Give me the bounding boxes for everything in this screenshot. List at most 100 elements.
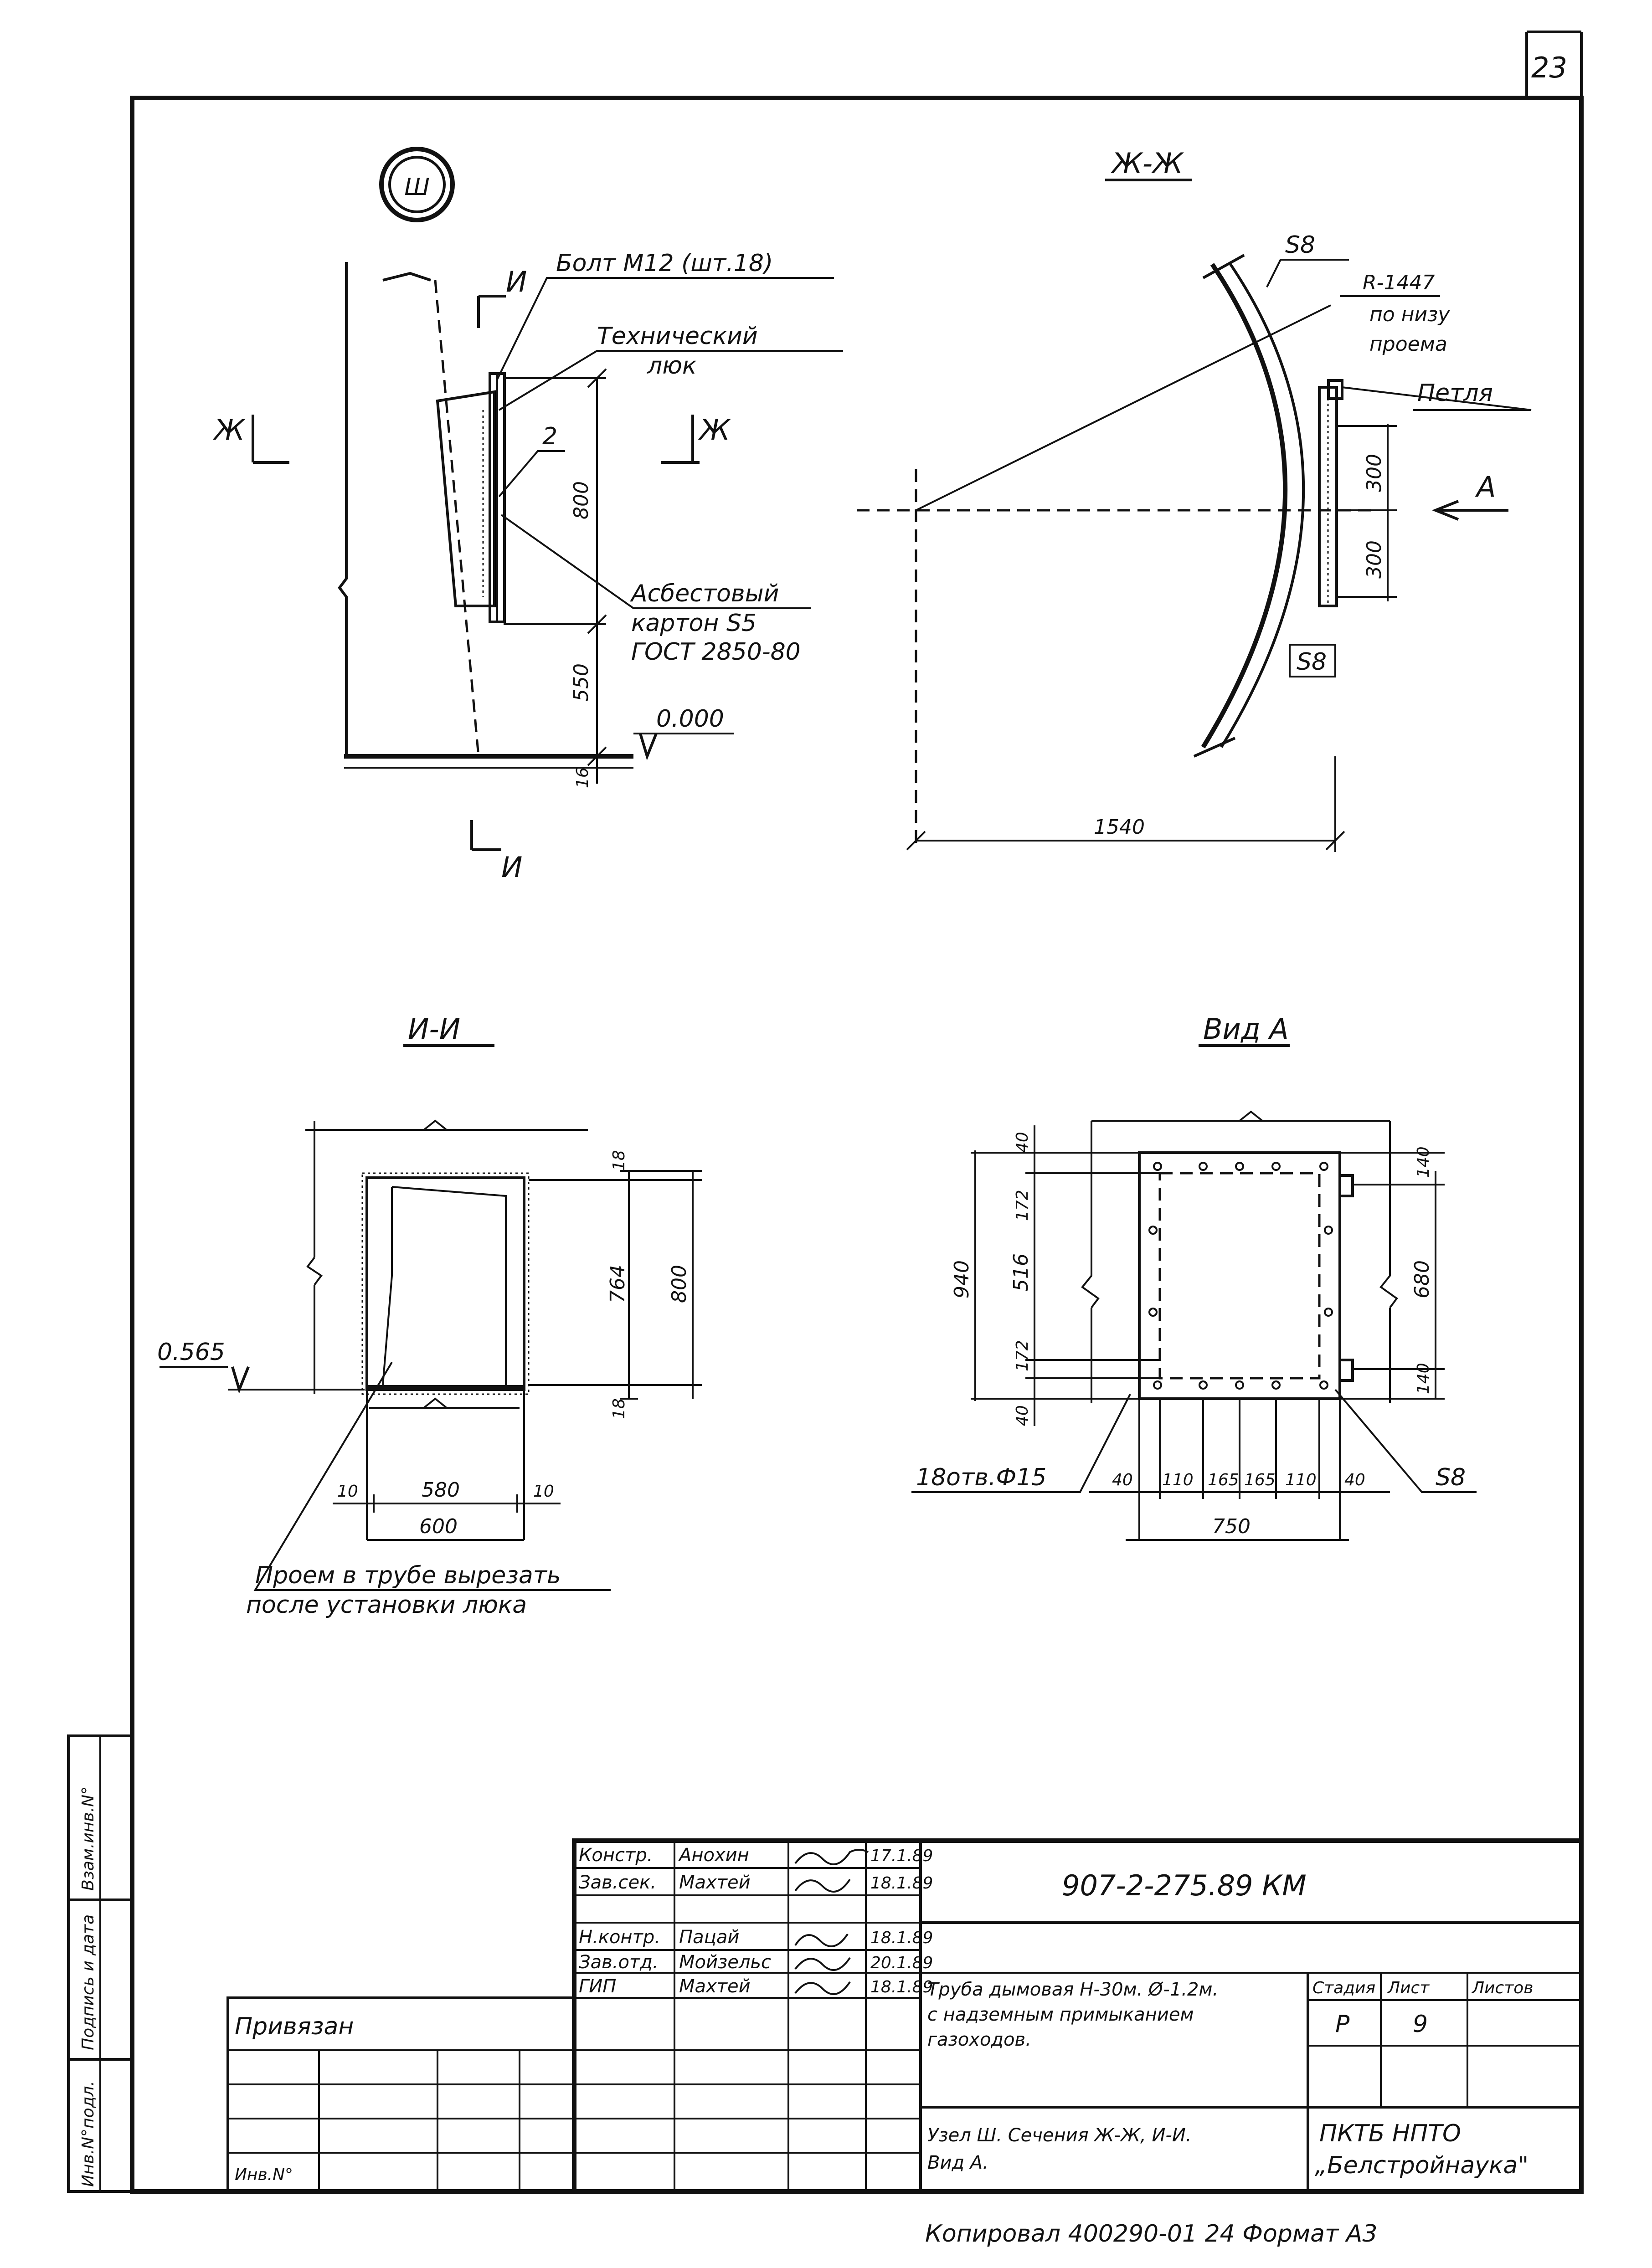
node-view: Ш И И Ж Ж Болт М12 (шт.18) Технический л… [212, 147, 843, 884]
tb-name-4: Пацай [679, 1927, 739, 1948]
tb-date-6: 18.1.89 [870, 1978, 933, 1996]
section-ii-title: И-И [408, 1012, 460, 1046]
holes-label: 18отв.Ф15 [916, 1464, 1046, 1491]
radius-note: R-1447 [1363, 271, 1435, 294]
dim-172-bottom: 172 [1013, 1340, 1032, 1371]
tb-name-1: Анохин [678, 1845, 749, 1866]
hatch-label-2: люк [647, 352, 697, 380]
org-name-2: „Белстройнаука" [1315, 2152, 1528, 2179]
dim-bottom-165-right: 165 [1244, 1471, 1276, 1489]
cut-label-zh-left: Ж [212, 413, 246, 446]
asbestos-label-2: картон S5 [631, 610, 757, 637]
dim-764: 764 [606, 1265, 629, 1303]
stamp-replace: Взам.инв.N° [79, 1786, 98, 1891]
org-name-1: ПКТБ НПТО [1319, 2120, 1461, 2147]
dim-600: 600 [419, 1515, 458, 1538]
asbestos-label-1: Асбестовый [630, 580, 779, 607]
binding-label: Привязан [235, 2013, 354, 2040]
dim-16: 16 [573, 767, 592, 788]
tb-role-5: Зав.отд. [579, 1952, 659, 1973]
view-a: Вид А 40 172 5 [911, 1012, 1477, 1541]
tb-role-2: Зав.сек. [579, 1872, 656, 1893]
stage-value: Р [1335, 2011, 1350, 2038]
node-mark: Ш [404, 174, 430, 201]
tb-date-2: 18.1.89 [870, 1874, 933, 1893]
opening-note-2: после установки люка [246, 1591, 527, 1619]
hatch-plate-front [1138, 1151, 1341, 1400]
bolt-label: Болт М12 (шт.18) [556, 250, 773, 277]
hinge-bottom [1338, 1359, 1354, 1382]
thickness-view-a: S8 [1436, 1464, 1466, 1491]
dim-140-top: 140 [1414, 1146, 1433, 1178]
view-a-title: Вид А [1203, 1012, 1289, 1046]
copy-note: Копировал 400290-01 24 Формат А3 [925, 2220, 1377, 2247]
tb-name-5: Мойзельс [679, 1952, 771, 1973]
tb-name-6: Махтей [679, 1976, 751, 1997]
dim-140-bottom: 140 [1414, 1363, 1433, 1394]
dim-300-lower: 300 [1363, 540, 1386, 579]
dim-940: 940 [950, 1260, 973, 1298]
tb-name-2: Махтей [679, 1872, 751, 1893]
dim-1540: 1540 [1094, 816, 1145, 839]
dim-10-right: 10 [533, 1482, 554, 1501]
dim-800-node: 800 [570, 481, 593, 519]
bolt-holes [1148, 1162, 1333, 1390]
title-block: Констр. Анохин 17.1.89 Зав.сек. Махтей 1… [572, 1838, 1584, 2194]
cut-label-i-bottom: И [501, 851, 522, 884]
node-mark-inner [388, 156, 446, 213]
dim-550: 550 [570, 663, 593, 702]
section-zh-zh: Ж-Ж Петля 300 300 А S8 S8 [857, 147, 1532, 852]
radius-line [916, 304, 1331, 511]
radius-note-3: проема [1369, 333, 1447, 356]
dim-516: 516 [1009, 1253, 1033, 1292]
dim-40-bottom: 40 [1013, 1405, 1032, 1426]
dim-680: 680 [1410, 1260, 1434, 1298]
dim-580: 580 [422, 1478, 460, 1502]
opening-note-1: Проем в трубе вырезать [255, 1562, 561, 1589]
radius-note-2: по низу [1369, 303, 1450, 326]
tb-date-1: 17.1.89 [870, 1847, 933, 1865]
tb-role-1: Констр. [579, 1845, 653, 1866]
position-2: 2 [542, 423, 557, 450]
dim-300-upper: 300 [1363, 454, 1386, 492]
sheets-header: Листов [1471, 1979, 1533, 1997]
dim-750: 750 [1212, 1515, 1251, 1538]
tb-role-6: ГИП [579, 1976, 616, 1997]
doc-code: 907-2-275.89 КМ [1062, 1869, 1307, 1902]
dim-18-top: 18 [610, 1150, 628, 1171]
object-title-3: газоходов. [927, 2029, 1031, 2050]
flue-wall [434, 280, 480, 757]
wall-left [338, 262, 348, 756]
dim-40-top: 40 [1013, 1132, 1032, 1153]
dim-bottom-40-left: 40 [1112, 1471, 1133, 1489]
dim-800-ii: 800 [668, 1265, 691, 1303]
stamp-sign-date: Подпись и дата [79, 1914, 98, 2050]
dim-bottom-40-right: 40 [1344, 1471, 1365, 1489]
section-zh-title: Ж-Ж [1110, 147, 1184, 180]
stamp-inv-orig: Инв.N°подл. [79, 2081, 98, 2187]
dim-bottom-165-left: 165 [1208, 1471, 1239, 1489]
level-0000: 0.000 [656, 705, 724, 733]
sheet-title-2: Вид А. [927, 2152, 988, 2173]
loop-label: Петля [1417, 380, 1493, 407]
tb-date-4: 18.1.89 [870, 1929, 933, 1947]
stage-header: Стадия [1312, 1979, 1375, 1997]
cut-label-i-top: И [506, 265, 527, 298]
dim-bottom-110-right: 110 [1285, 1471, 1317, 1489]
asbestos-label-3: ГОСТ 2850-80 [631, 638, 801, 666]
side-stamp: Инв.N°подл. Подпись и дата Взам.инв.N° [67, 1734, 134, 2193]
signatures [794, 1849, 869, 1995]
cut-label-zh-right: Ж [698, 413, 731, 446]
sheet-number: 9 [1413, 2011, 1428, 2038]
section-i-i: И-И 18 764 800 18 0.565 [157, 1012, 702, 1619]
dim-172-top: 172 [1013, 1190, 1032, 1221]
tb-date-5: 20.1.89 [870, 1954, 933, 1972]
sheet-title-1: Узел Ш. Сечения Ж-Ж, И-И. [927, 2125, 1191, 2146]
shell-arc-inner [1220, 263, 1305, 748]
page-number: 23 [1531, 51, 1567, 84]
thickness-bottom: S8 [1297, 648, 1327, 676]
level-0565: 0.565 [157, 1339, 225, 1366]
thickness-top: S8 [1285, 231, 1315, 259]
dim-bottom-110-left: 110 [1162, 1471, 1194, 1489]
hatch-label-1: Технический [597, 323, 758, 350]
